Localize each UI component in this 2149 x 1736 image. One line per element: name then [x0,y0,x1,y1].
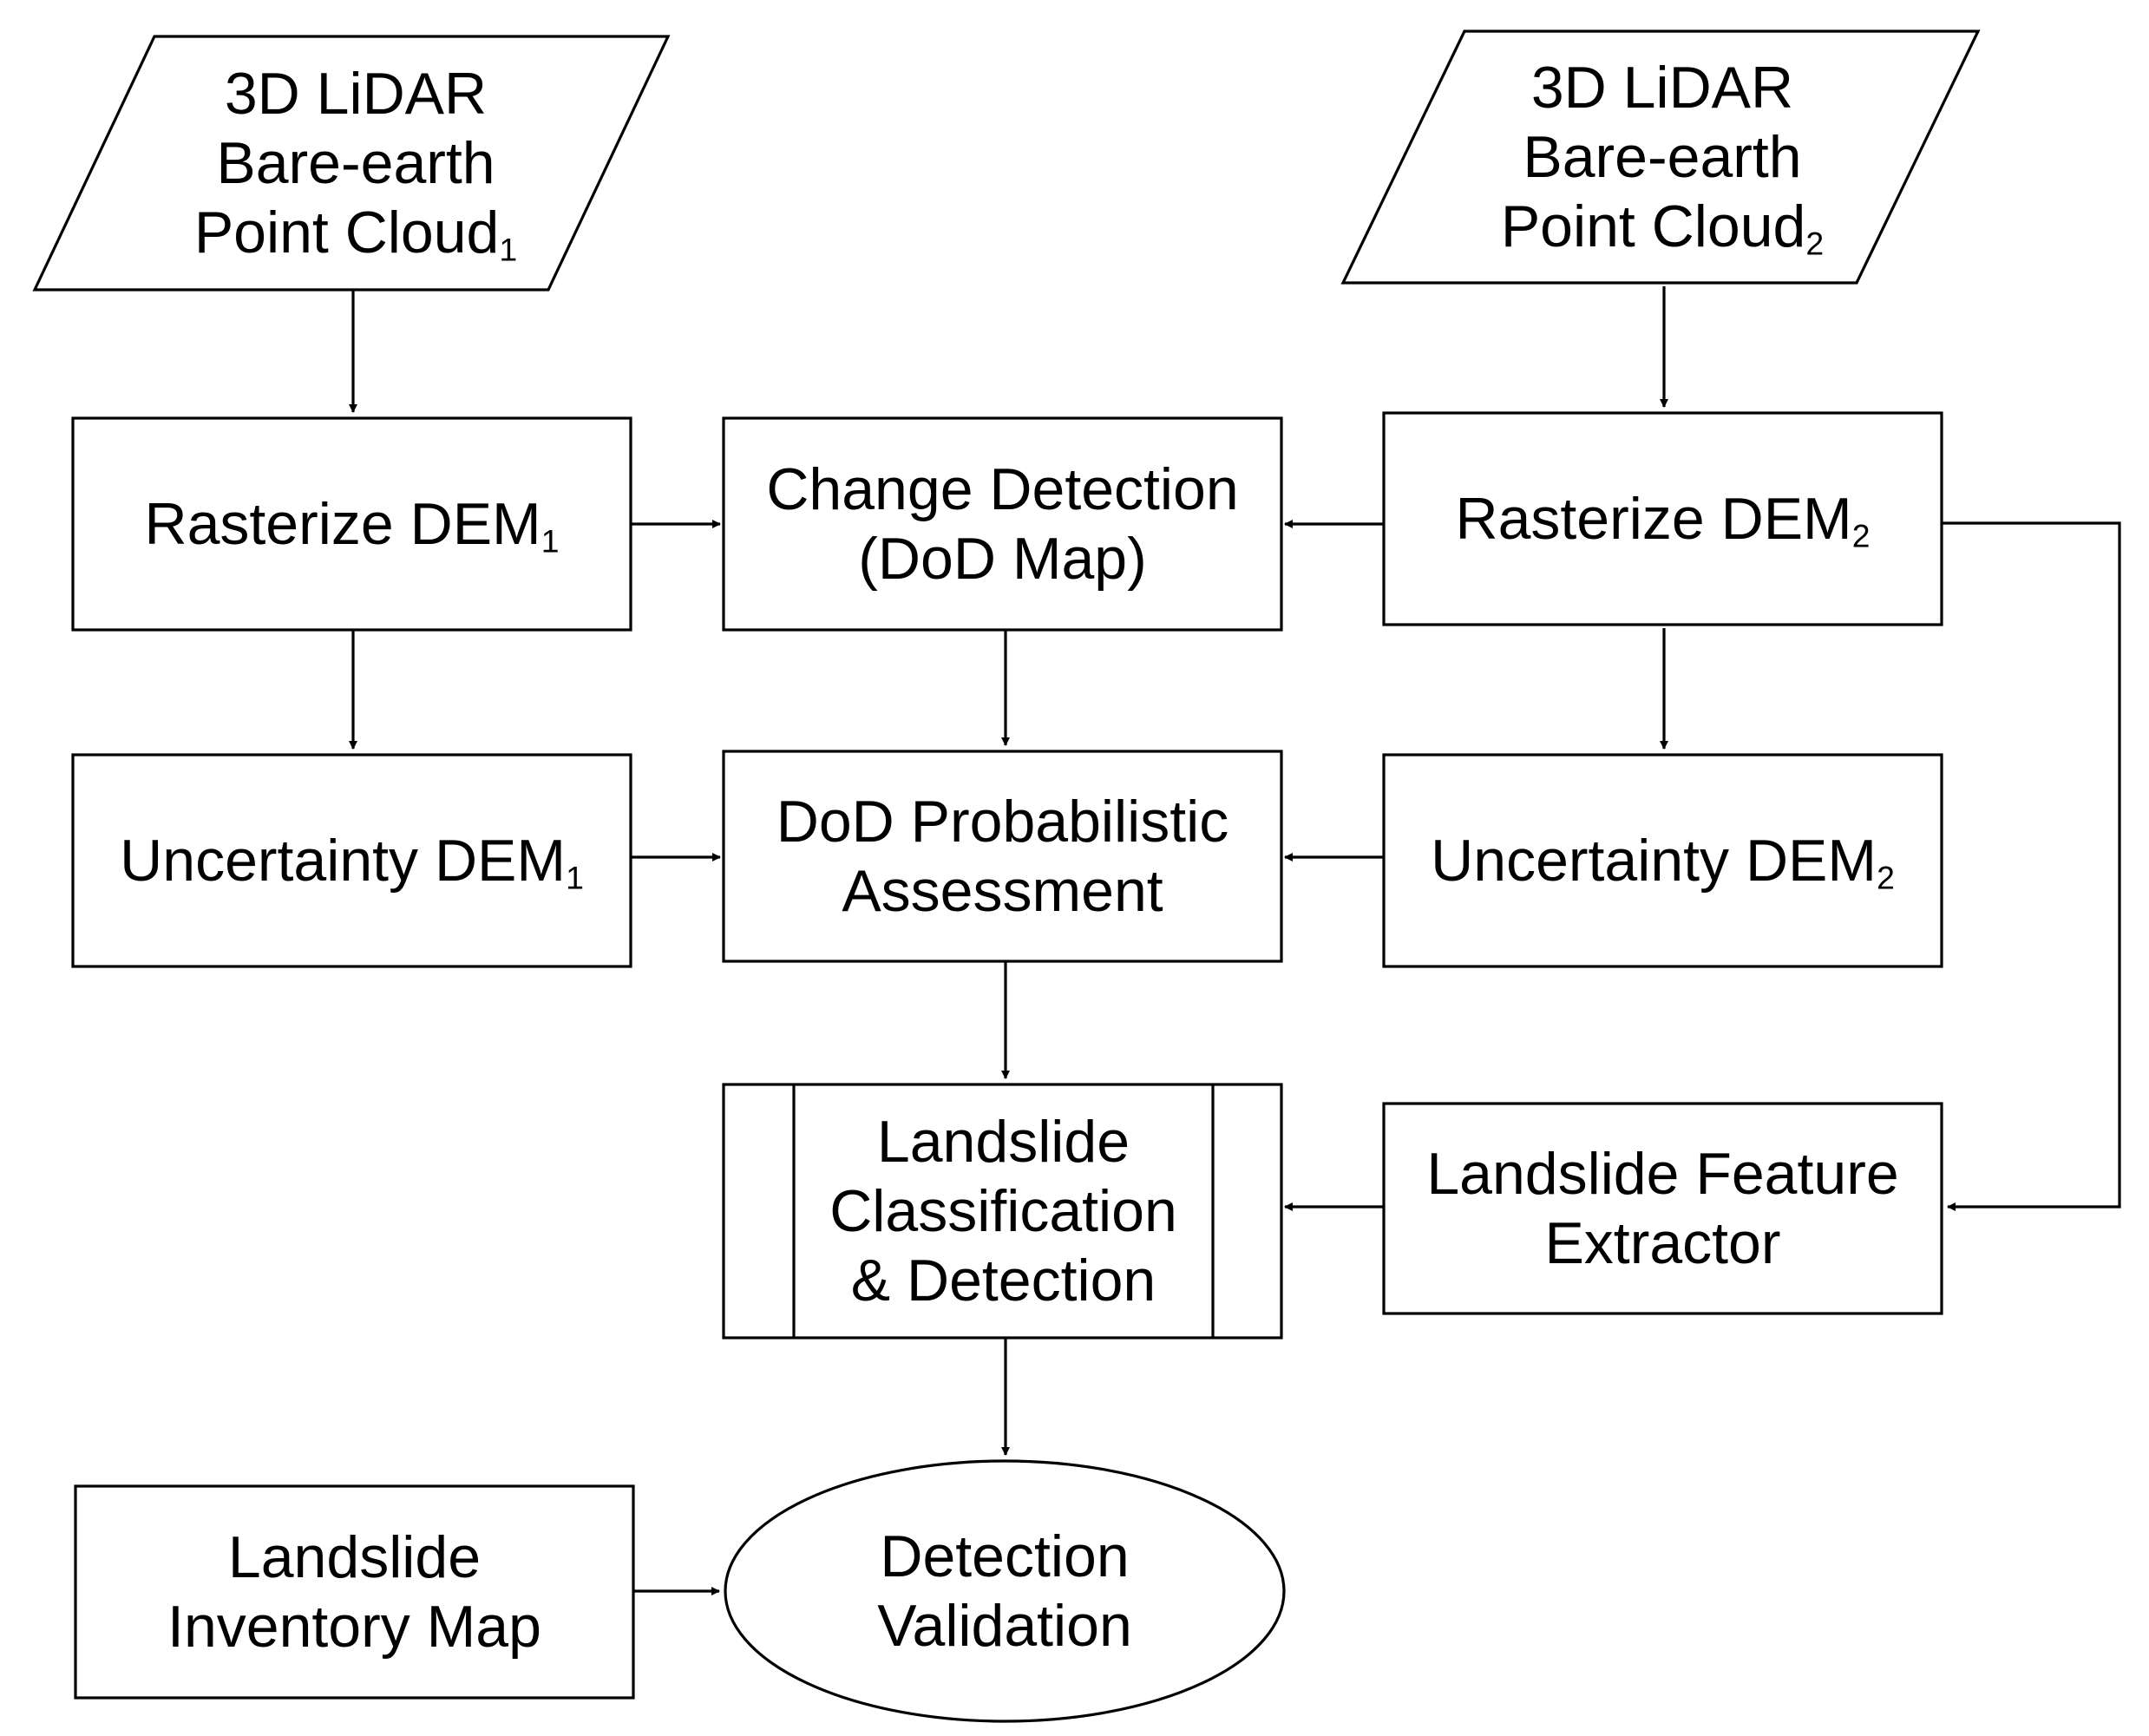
rasterize2-box [1382,411,1943,626]
inventory-line2: Inventory Map [167,1594,541,1660]
validation-label: Detection Validation [725,1461,1284,1721]
probabilistic-label: DoD Probabilistic Assessment [724,751,1281,961]
classification-line1: Landslide [876,1109,1130,1175]
input1-line3: Point Cloud [193,200,500,265]
input1-line1: 3D LiDAR [224,61,488,127]
validation-line1: Detection [880,1523,1130,1589]
input1-line2: Bare-earth [216,130,495,196]
inventory-label: Landslide Inventory Map [75,1486,633,1698]
input2-label: 3D LiDAR Bare-earth Point Cloud2 [1419,31,1905,283]
rasterize1-text: Rasterize DEM [144,491,541,557]
input2-line1: 3D LiDAR [1530,55,1794,121]
validation-ellipse [724,1459,1286,1723]
input1-parallelogram [32,35,671,292]
feature-extractor-box [1382,1102,1943,1315]
input2-parallelogram [1340,29,1981,285]
uncertainty2-box [1382,753,1943,968]
rasterize2-subscript: 2 [1851,517,1871,554]
validation-line2: Validation [877,1593,1132,1659]
uncertainty2-label: Uncertainty DEM2 [1384,755,1942,966]
feature-extractor-line1: Landslide Feature [1426,1141,1899,1207]
arrow-rasterize2-to-feature-extractor [1942,521,2121,1211]
rasterize2-label: Rasterize DEM2 [1384,413,1942,625]
rasterize1-label: Rasterize DEM1 [73,418,631,630]
classification-line3: & Detection [850,1248,1156,1313]
change-detection-line2: (DoD Map) [858,526,1147,592]
rasterize2-text: Rasterize DEM [1455,486,1852,552]
change-detection-box [722,416,1283,632]
uncertainty2-subscript: 2 [1877,859,1895,896]
probabilistic-line2: Assessment [842,858,1163,924]
probabilistic-line1: DoD Probabilistic [776,789,1229,855]
input2-subscript: 2 [1805,225,1825,262]
rasterize1-box [71,416,632,632]
feature-extractor-line2: Extractor [1544,1210,1781,1276]
input2-line2: Bare-earth [1523,124,1802,190]
uncertainty1-subscript: 1 [566,859,584,896]
change-detection-label: Change Detection (DoD Map) [724,418,1281,630]
uncertainty1-box [71,753,632,968]
inventory-box [74,1484,635,1700]
classification-label: Landslide Classification & Detection [794,1084,1213,1338]
feature-extractor-label: Landslide Feature Extractor [1384,1104,1942,1313]
input1-subscript: 1 [499,231,518,268]
probabilistic-box [722,750,1283,963]
classification-line2: Classification [829,1178,1177,1244]
inventory-line1: Landslide [227,1524,482,1590]
change-detection-line1: Change Detection [766,456,1239,522]
uncertainty1-label: Uncertainty DEM1 [73,755,631,966]
input2-line3: Point Cloud [1500,193,1806,259]
input1-label: 3D LiDAR Bare-earth Point Cloud1 [113,36,599,290]
uncertainty2-text: Uncertainty DEM [1431,828,1877,894]
classification-box [722,1083,1283,1340]
rasterize1-subscript: 1 [541,522,560,560]
uncertainty1-text: Uncertainty DEM [120,828,567,894]
